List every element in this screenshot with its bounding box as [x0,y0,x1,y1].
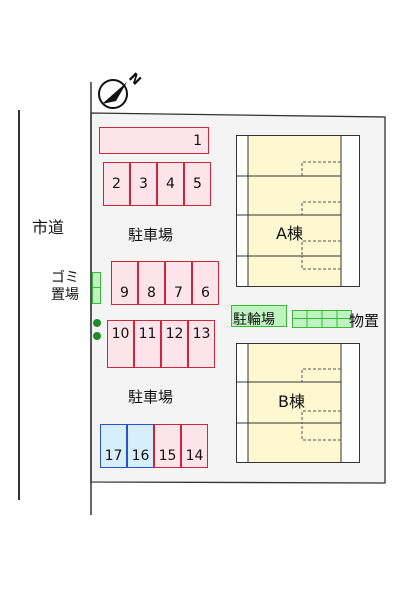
parking-slot: 12 [161,320,188,368]
garbage-area [92,272,101,304]
bike-parking-label: 駐輪場 [233,312,275,328]
storage [292,310,352,328]
parking-slot: 9 [111,261,138,305]
parking-slot: 6 [192,261,219,305]
parking-slot: 4 [157,162,184,206]
motorcycle-slot: 16 [127,424,154,468]
parking-slot: 8 [138,261,165,305]
road-label: 市道 [32,218,65,237]
building-a-label: A棟 [276,224,303,243]
parking-label-top: 駐車場 [128,226,174,244]
north-arrow-icon [98,79,128,109]
parking-slot: 3 [130,162,157,206]
parking-slot: 11 [134,320,161,368]
building-b-label: B棟 [278,392,305,411]
bike-parking [231,305,287,327]
building-b [236,343,360,463]
parking-slot: 15 [154,424,181,468]
building-a [236,135,360,287]
tree-icon [93,319,101,327]
parking-label-bottom: 駐車場 [128,388,174,406]
parking-slot: 13 [188,320,215,368]
parking-slot: 14 [181,424,208,468]
parking-slot: 7 [165,261,192,305]
garbage-label: ゴミ 置場 [51,270,79,303]
tree-icon [93,332,101,340]
motorcycle-slot: 17 [100,424,127,468]
parking-slot: 1 [99,127,209,154]
parking-slot: 5 [184,162,211,206]
parking-slot: 2 [103,162,130,206]
road-line [18,110,20,500]
parking-slot: 10 [107,320,134,368]
storage-label: 物置 [349,312,380,330]
